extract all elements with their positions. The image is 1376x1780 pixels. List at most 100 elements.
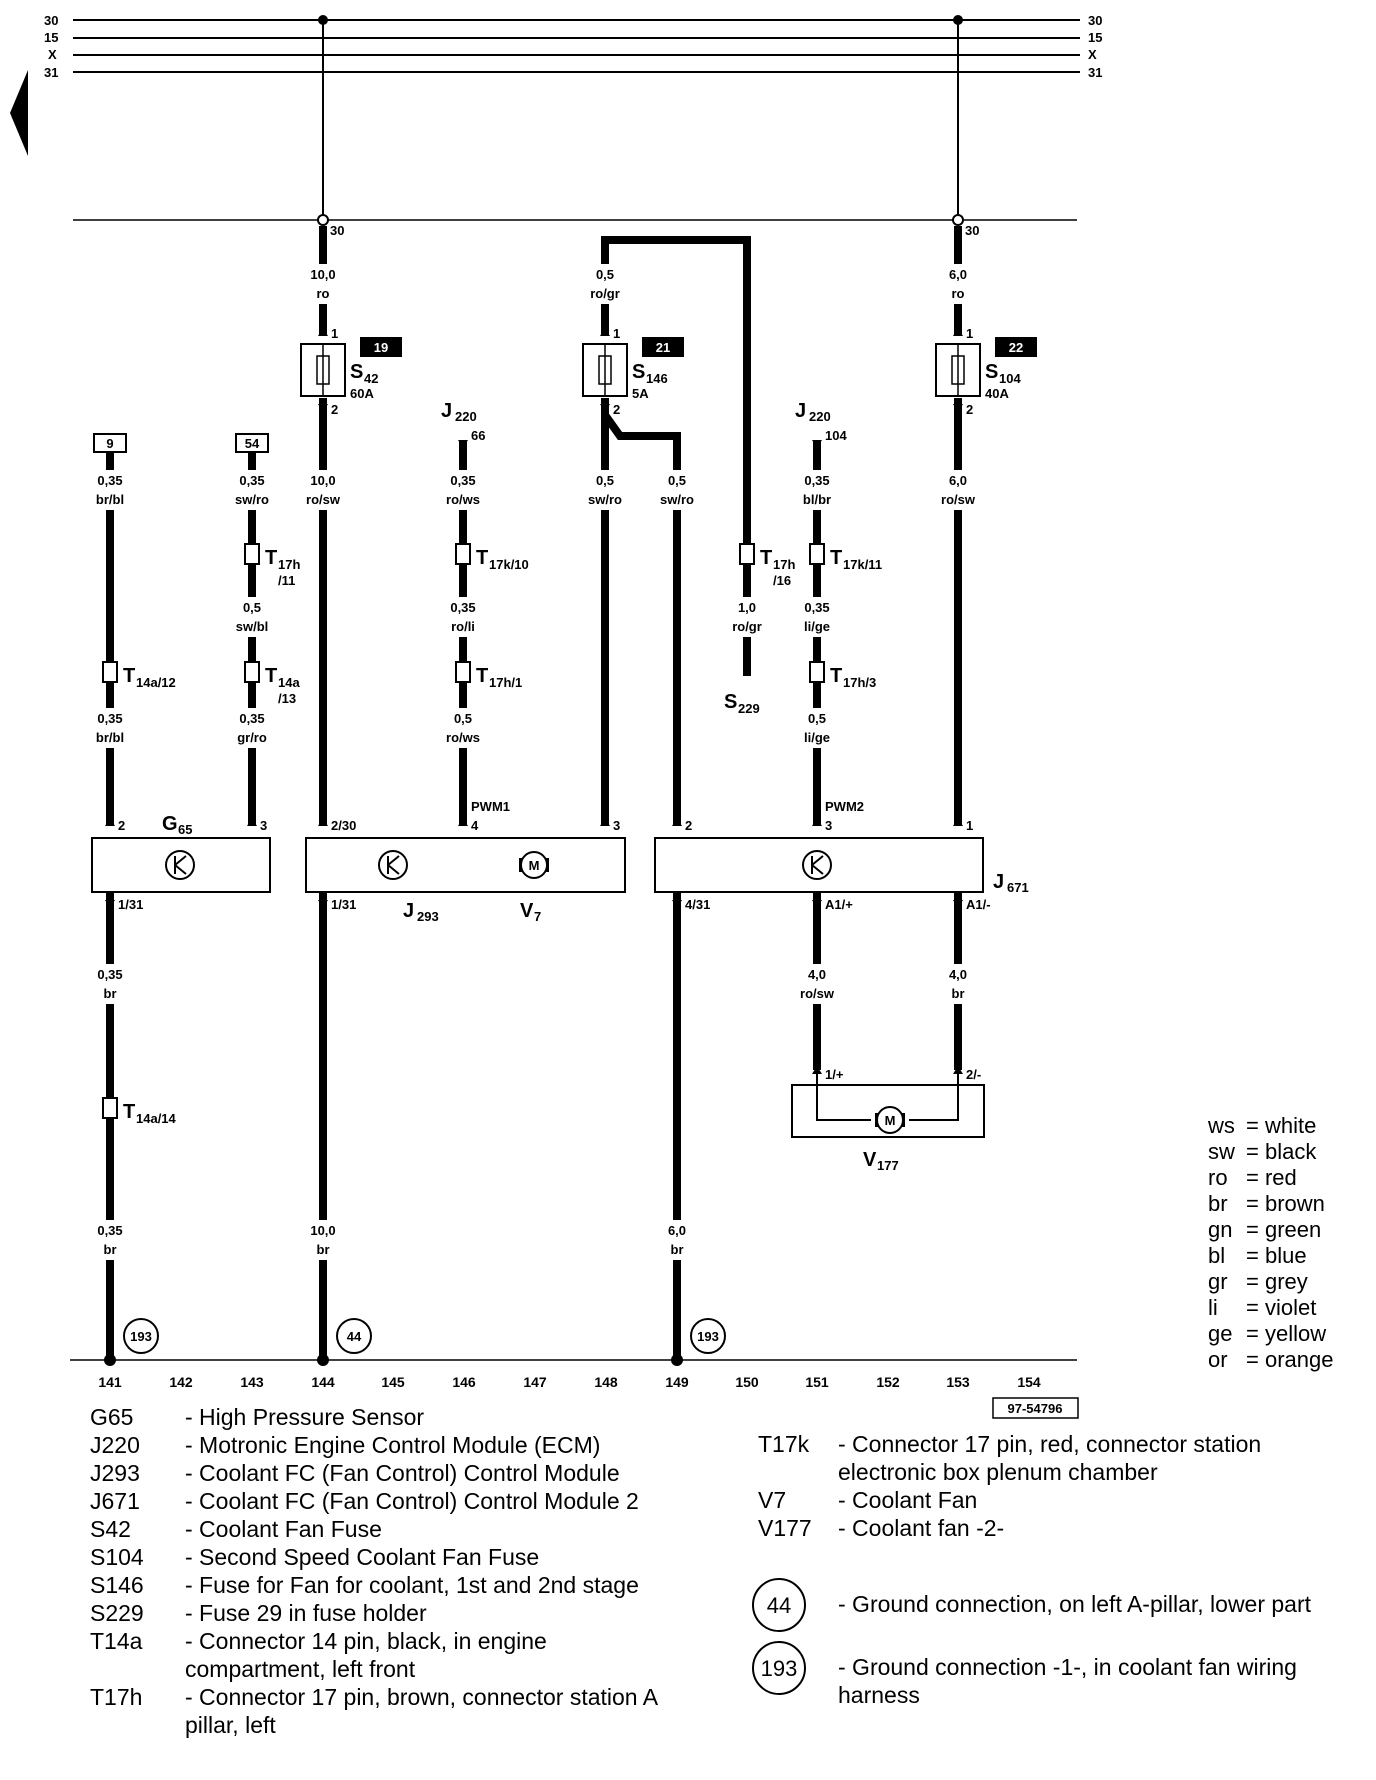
legend-row: J671- Coolant FC (Fan Control) Control M… <box>90 1488 639 1514</box>
svg-text:2: 2 <box>118 818 125 833</box>
svg-text:S: S <box>632 361 645 383</box>
svg-text:ro/li: ro/li <box>451 619 475 634</box>
terminal-30-point <box>952 214 964 226</box>
legend-row: S146- Fuse for Fan for coolant, 1st and … <box>90 1572 639 1598</box>
svg-text:li/ge: li/ge <box>804 730 830 745</box>
svg-text:M: M <box>885 1113 896 1128</box>
page-back-arrow[interactable] <box>10 70 28 156</box>
ground-junction <box>104 1354 116 1366</box>
svg-text:1: 1 <box>331 326 338 341</box>
legend-row: V7- Coolant Fan <box>758 1487 978 1513</box>
arrowheads <box>105 328 963 1074</box>
svg-text:14a/14: 14a/14 <box>136 1111 177 1126</box>
svg-text:104: 104 <box>825 428 847 443</box>
svg-text:44: 44 <box>347 1329 362 1344</box>
color-code-row: br= brown <box>1208 1191 1325 1216</box>
svg-text:220: 220 <box>809 409 831 424</box>
ref-box-9[interactable]: 9 <box>93 433 127 453</box>
svg-text:PWM1: PWM1 <box>471 799 510 814</box>
legend-row: T17h- Connector 17 pin, brown, connector… <box>90 1684 657 1738</box>
svg-text:19: 19 <box>374 340 388 355</box>
svg-text:0,5: 0,5 <box>454 711 472 726</box>
legend-row: S42- Coolant Fan Fuse <box>90 1516 382 1542</box>
svg-text:17h/3: 17h/3 <box>843 675 876 690</box>
svg-text:br: br <box>952 986 965 1001</box>
svg-text:17k/10: 17k/10 <box>489 557 529 572</box>
svg-text:1,0: 1,0 <box>738 600 756 615</box>
svg-text:146: 146 <box>646 371 668 386</box>
svg-text:br/bl: br/bl <box>96 730 124 745</box>
svg-text:ro/gr: ro/gr <box>732 619 762 634</box>
svg-text:0,35: 0,35 <box>804 473 829 488</box>
svg-text:ro/sw: ro/sw <box>306 492 341 507</box>
svg-text:144: 144 <box>311 1374 335 1390</box>
svg-text:T: T <box>476 665 488 687</box>
bus-label-31-right: 31 <box>1088 65 1102 80</box>
svg-text:0,35: 0,35 <box>97 473 122 488</box>
bus-label-15-right: 15 <box>1088 30 1102 45</box>
splice-s229: S 229 <box>724 691 760 716</box>
color-code-row: ro= red <box>1208 1165 1297 1190</box>
ground-193-badge: 193 <box>123 1318 159 1354</box>
svg-text:ro/ws: ro/ws <box>446 492 480 507</box>
color-code-row: li= violet <box>1208 1295 1317 1320</box>
pin-labels: 2 3 2/30 4 PWM1 3 2 3 PWM2 1 1/31 1/31 4… <box>118 799 991 1082</box>
ground-junction <box>671 1354 683 1366</box>
svg-text:10,0: 10,0 <box>310 1223 335 1238</box>
svg-text:S: S <box>724 691 737 713</box>
j220-label-151: J 220 104 <box>795 400 847 443</box>
svg-text:0,5: 0,5 <box>668 473 686 488</box>
svg-text:V: V <box>520 900 534 922</box>
color-code-row: ws= white <box>1208 1113 1317 1138</box>
svg-text:S: S <box>985 361 998 383</box>
component-legend-right: T17k- Connector 17 pin, red, connector s… <box>758 1430 1318 1542</box>
color-code-row: bl= blue <box>1208 1243 1307 1268</box>
svg-text:ro/sw: ro/sw <box>800 986 835 1001</box>
svg-text:2: 2 <box>613 402 620 417</box>
svg-text:0,35: 0,35 <box>97 711 122 726</box>
svg-text:3: 3 <box>825 818 832 833</box>
svg-text:PWM2: PWM2 <box>825 799 864 814</box>
wire-color-legend: ws= white sw= black ro= red br= brown gn… <box>1208 1113 1333 1373</box>
svg-text:0,5: 0,5 <box>596 267 614 282</box>
legend-ground-44: - Ground connection, on left A-pillar, l… <box>838 1591 1312 1617</box>
svg-text:S: S <box>350 361 363 383</box>
ref-box-54[interactable]: 54 <box>235 433 269 453</box>
svg-text:V: V <box>863 1149 877 1171</box>
connectors <box>102 543 825 1119</box>
svg-text:0,35: 0,35 <box>804 600 829 615</box>
svg-text:bl/br: bl/br <box>803 492 831 507</box>
svg-text:40A: 40A <box>985 386 1009 401</box>
svg-text:149: 149 <box>665 1374 689 1390</box>
svg-text:ro/ws: ro/ws <box>446 730 480 745</box>
svg-text:0,35: 0,35 <box>239 711 264 726</box>
ground-193-badge: 193 <box>690 1318 726 1354</box>
svg-text:21: 21 <box>656 340 670 355</box>
svg-text:br/bl: br/bl <box>96 492 124 507</box>
svg-text:17h: 17h <box>773 557 795 572</box>
svg-text:150: 150 <box>735 1374 759 1390</box>
drawing-id: 97-54796 <box>992 1397 1079 1419</box>
ground-junction <box>317 1354 329 1366</box>
bus-junction <box>953 15 963 25</box>
svg-text:4,0: 4,0 <box>949 967 967 982</box>
terminal-30-point <box>317 214 329 226</box>
svg-text:br: br <box>104 1242 117 1257</box>
fuse-s104: 22 S 104 40A 1 2 <box>935 326 1037 417</box>
svg-text:143: 143 <box>240 1374 264 1390</box>
svg-text:1: 1 <box>613 326 620 341</box>
ground-44-badge: 44 <box>336 1318 372 1354</box>
svg-text:6,0: 6,0 <box>949 267 967 282</box>
legend-row: T17k- Connector 17 pin, red, connector s… <box>758 1431 1262 1485</box>
svg-text:T: T <box>476 547 488 569</box>
bus-label-x-left: X <box>48 47 57 62</box>
bus-label-31-left: 31 <box>44 65 58 80</box>
legend-row: V177- Coolant fan -2- <box>758 1515 1005 1541</box>
svg-text:5A: 5A <box>632 386 649 401</box>
svg-text:10,0: 10,0 <box>310 473 335 488</box>
svg-text:J: J <box>441 400 452 422</box>
svg-text:4,0: 4,0 <box>808 967 826 982</box>
svg-text:65: 65 <box>178 822 192 837</box>
svg-text:/11: /11 <box>278 573 295 588</box>
